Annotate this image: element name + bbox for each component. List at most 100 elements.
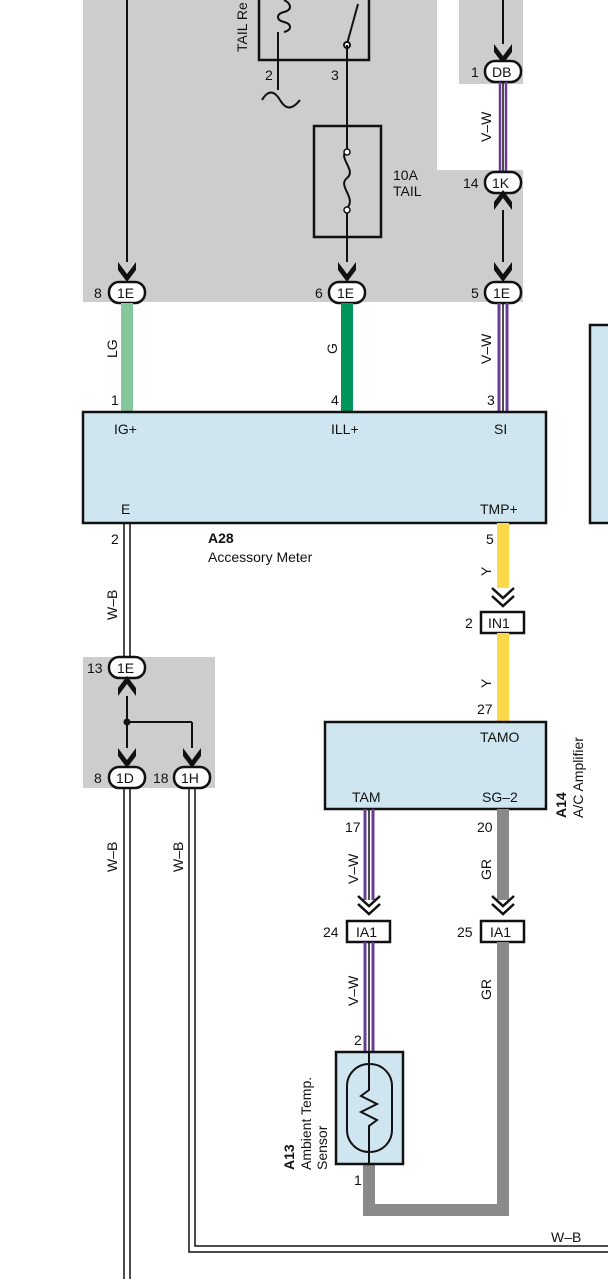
ac-amplifier-block [323,720,548,811]
amp-pin-tamo: TAMO [480,729,520,745]
accessory-meter-block [81,410,548,525]
connector-1e-13-name: 1E [117,660,134,676]
wire-label-wb-1: W–B [104,590,120,620]
connector-1e-5-name: 1E [493,285,510,301]
connector-ia1-24-name: IA1 [356,924,377,940]
amp-pin-num-tam: 17 [345,819,361,835]
amp-pin-num-sg: 20 [477,819,493,835]
relay-coil [277,0,291,33]
connector-1d-pin: 8 [94,770,102,786]
amp-pin-tam: TAM [352,789,381,805]
meter-pin-si: SI [494,421,507,437]
connector-1e-6-pin: 6 [315,285,323,301]
tail-relay [257,0,371,62]
connector-1k-pin: 14 [463,175,479,191]
sensor-thermistor-symbol [358,1052,380,1164]
connector-in1-name: IN1 [488,615,510,631]
sensor-name-line1: Ambient Temp. [298,1077,314,1170]
wire-gr-upper [497,809,509,900]
connector-1h-pin: 18 [153,770,169,786]
wire-label-wb-3: W–B [170,842,186,872]
wire-label-y-2: Y [478,678,494,688]
tail-relay-label: TAIL Re [234,2,250,52]
wire-label-gr-1: GR [478,859,494,880]
wire-label-vw-upper: V–W [478,111,494,142]
meter-pin-ig: IG+ [114,421,137,437]
connector-ia1-25-name: IA1 [490,924,511,940]
arrow-1h [183,748,201,768]
connector-1d [107,765,147,790]
arrow-ia1-25-chevron [491,895,515,916]
meter-code: A28 [208,530,234,546]
fuse-name: TAIL [393,183,422,199]
amp-pin-sg: SG–2 [482,789,518,805]
connector-ia1-24-pin: 24 [323,924,339,940]
connector-1h-name: 1H [181,770,199,786]
wire-gr-lower [363,942,509,1216]
meter-pin-num-tmp: 5 [486,531,494,547]
wire-wb-1h-r [194,788,608,1247]
arrow-in1-chevron [491,587,515,608]
wire-y-upper [497,523,509,588]
wire-label-vw-3: V–W [345,853,361,884]
wire-label-lg: LG [104,339,120,358]
connector-1e-8-name: 1E [117,285,134,301]
arrow-1e-5 [494,262,512,282]
arrow-1e-6 [338,262,356,282]
wire-label-y-1: Y [478,566,494,576]
sensor-name-line2: Sensor [314,1125,330,1170]
sensor-code: A13 [281,1144,297,1170]
fuse-node-bottom [343,206,351,214]
wire-lg [121,303,133,412]
adjacent-block-edge [588,323,608,525]
connector-1k-name: 1K [492,175,510,191]
wire-y-lower [497,633,509,722]
wire-label-g: G [324,343,340,354]
amp-name: A/C Amplifier [570,737,586,818]
arrow-1d [118,748,136,768]
relay-switch-arm [346,3,359,45]
junction-block-shade [83,0,523,302]
arrow-1e-13-up [118,676,136,696]
white-gap [437,84,523,170]
fuse-node-top [343,148,351,156]
wire-label-wb-2: W–B [104,842,120,872]
connector-1e-5-pin: 5 [471,285,479,301]
arrow-1k-up [494,190,512,210]
amp-code: A14 [553,792,569,818]
wire-label-vw-4: V–W [345,975,361,1006]
wire-g [341,303,353,412]
wire-label-vw-mid: V–W [478,333,494,364]
fuse-element [343,126,351,237]
connector-1e-6-name: 1E [337,285,354,301]
relay-pin-2-stub [261,91,301,109]
wire-wb-1h-l [188,788,608,1253]
fuse-amp: 10A [393,167,419,183]
wire-label-wb-bottom: W–B [551,1229,581,1245]
meter-pin-ill: ILL+ [331,421,359,437]
connector-in1-pin: 2 [465,615,473,631]
arrow-1e-8 [118,262,136,282]
sensor-pin-num-bottom: 1 [354,1172,362,1188]
arrow-ia1-24-chevron [357,895,381,916]
connector-1h [172,765,212,790]
meter-name: Accessory Meter [208,549,313,565]
connector-db-pin: 1 [471,64,479,80]
connector-1e-13-pin: 13 [87,660,103,676]
wire-label-gr-2: GR [478,979,494,1000]
connector-ia1-25-pin: 25 [457,924,473,940]
meter-pin-num-ig: 1 [111,392,119,408]
connector-1e-8-pin: 8 [94,285,102,301]
connector-db-name: DB [492,64,511,80]
meter-pin-num-ill: 4 [331,392,339,408]
connector-1d-name: 1D [116,770,134,786]
meter-pin-num-si: 3 [487,392,495,408]
relay-pin-3: 3 [331,67,339,83]
meter-pin-num-e: 2 [111,531,119,547]
relay-pin-2: 2 [265,67,273,83]
amp-pin-num-tamo: 27 [477,701,493,717]
meter-pin-e: E [121,501,130,517]
sensor-pin-num-top: 2 [354,1032,362,1048]
meter-pin-tmp: TMP+ [480,501,518,517]
